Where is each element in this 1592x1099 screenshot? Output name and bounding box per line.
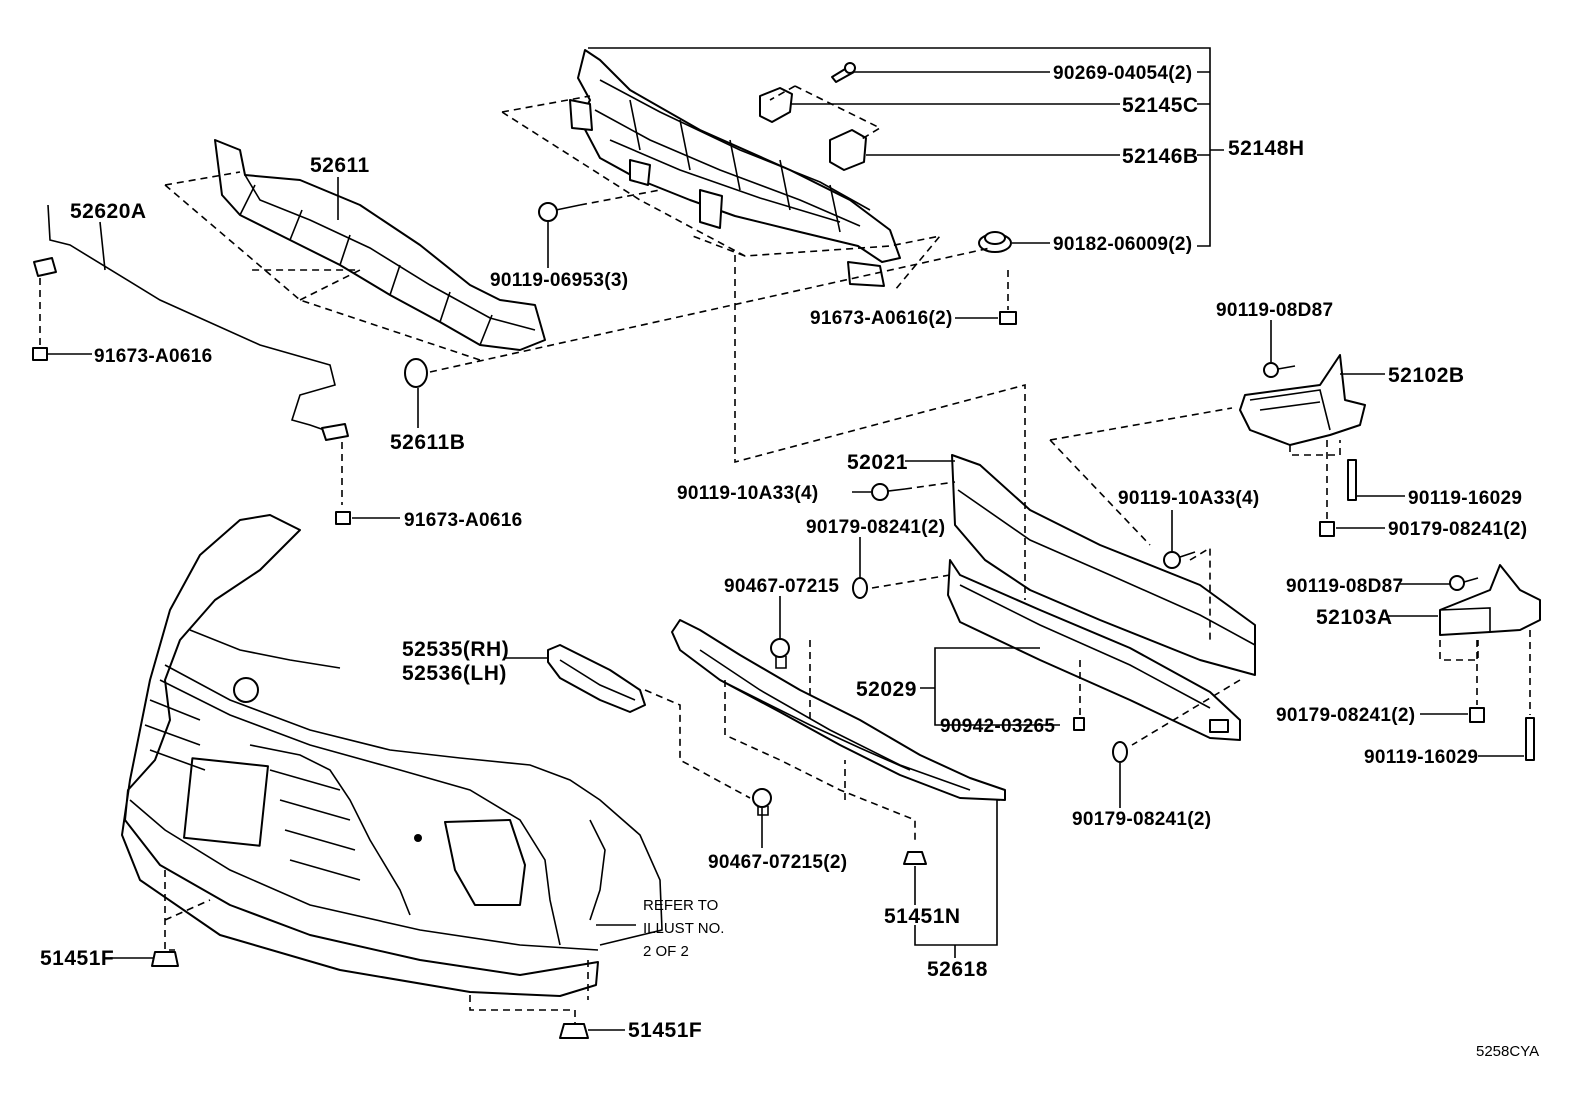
bolt-90119-08d87-b bbox=[1449, 575, 1479, 591]
absorber-52611 bbox=[214, 139, 546, 351]
label-90182-06009: 90182-06009(2) bbox=[1053, 234, 1192, 255]
bracket-52102b-dash bbox=[1049, 407, 1341, 456]
label-90269-04054: 90269-04054(2) bbox=[1053, 63, 1192, 84]
label-51451f-left: 51451F bbox=[40, 947, 114, 970]
wire-52620a bbox=[33, 204, 349, 441]
label-52611b: 52611B bbox=[390, 431, 465, 454]
label-90467-07215: 90467-07215 bbox=[724, 576, 839, 597]
bumper-cover bbox=[121, 514, 663, 997]
bolt-90119-10a33-right bbox=[1163, 551, 1196, 569]
bracket-52535 bbox=[547, 644, 646, 713]
nut-90179-08241-d bbox=[1112, 741, 1128, 763]
label-51451f-bottom: 51451F bbox=[628, 1019, 702, 1042]
label-52611: 52611 bbox=[310, 154, 370, 177]
clip-91673-a0616-2 bbox=[999, 311, 1017, 325]
note-line-1: REFER TO bbox=[643, 897, 718, 914]
label-90179-08241-d: 90179-08241(2) bbox=[1072, 809, 1211, 830]
clip-52145c bbox=[759, 87, 793, 123]
clip-dash bbox=[769, 85, 882, 141]
label-91673-a0616-left: 91673-A0616 bbox=[94, 346, 212, 367]
bolt-90119-06953 bbox=[538, 202, 581, 222]
clip-90942-03265 bbox=[1073, 717, 1085, 731]
label-90119-10a33-right: 90119-10A33(4) bbox=[1118, 488, 1260, 509]
absorber-52029-dash bbox=[1079, 660, 1241, 746]
label-91673-a0616-center: 91673-A0616 bbox=[404, 510, 522, 531]
label-52536: 52536(LH) bbox=[402, 662, 507, 685]
note-line-2: ILLUST NO. bbox=[643, 920, 724, 937]
label-52618: 52618 bbox=[927, 958, 988, 981]
bolt-90467-07215 bbox=[770, 638, 790, 669]
upper-reinforcement-part bbox=[569, 49, 901, 287]
label-52535: 52535(RH) bbox=[402, 638, 509, 661]
label-90119-08d87-b: 90119-08D87 bbox=[1286, 576, 1403, 597]
lower-absorber-52618 bbox=[671, 619, 1006, 801]
bracket-52103a bbox=[1439, 564, 1541, 636]
label-90942-03265: 90942-03265 bbox=[940, 716, 1055, 737]
clip-51451f-left bbox=[151, 951, 179, 967]
nut-b-dash bbox=[871, 574, 951, 589]
upper-reinforcement-dash bbox=[501, 95, 943, 291]
label-90119-06953: 90119-06953(3) bbox=[490, 270, 628, 291]
center-dash bbox=[734, 255, 1026, 600]
clip-51451n bbox=[903, 851, 927, 865]
note-line-3: 2 OF 2 bbox=[643, 943, 689, 960]
bolt-06953-dash bbox=[579, 189, 661, 206]
leader-lines bbox=[48, 47, 1524, 1031]
reinforcement-dash bbox=[1049, 439, 1211, 640]
label-90119-10a33-left: 90119-10A33(4) bbox=[677, 483, 819, 504]
bolt-10a33-left-dash bbox=[904, 481, 956, 490]
nut-90182 bbox=[978, 231, 1012, 253]
diagram-code: 5258CYA bbox=[1476, 1043, 1539, 1060]
bracket-52103a-dash bbox=[1439, 630, 1531, 715]
lower-absorber-dash bbox=[724, 640, 916, 840]
absorber-52029 bbox=[947, 559, 1241, 741]
label-52103a: 52103A bbox=[1316, 606, 1393, 629]
label-90179-08241-b: 90179-08241(2) bbox=[806, 517, 945, 538]
label-90119-08d87-a: 90119-08D87 bbox=[1216, 300, 1333, 321]
clip-91673-left bbox=[32, 347, 48, 361]
label-52148h: 52148H bbox=[1228, 137, 1305, 160]
bolt-90119-08d87-a bbox=[1263, 362, 1296, 378]
bolt-90119-16029-a bbox=[1347, 459, 1357, 501]
clip-91673-center bbox=[335, 511, 351, 525]
cap-52611b bbox=[404, 358, 428, 388]
clip-51451f-bottom bbox=[559, 1023, 589, 1039]
nut-90179-08241-a bbox=[1319, 521, 1335, 537]
label-52102b: 52102B bbox=[1388, 364, 1465, 387]
bolt-90467-07215-2 bbox=[752, 788, 772, 816]
absorber-dash bbox=[164, 171, 481, 361]
label-52145c: 52145C bbox=[1122, 94, 1199, 117]
bracket-52102b bbox=[1239, 354, 1366, 446]
nut-90179-08241-b bbox=[852, 577, 868, 599]
label-90179-08241-c: 90179-08241(2) bbox=[1276, 705, 1415, 726]
label-52029: 52029 bbox=[856, 678, 917, 701]
wire-clip-dash bbox=[39, 278, 343, 505]
bracket-52535-dash bbox=[644, 689, 751, 799]
bolt-90119-16029-b bbox=[1525, 717, 1535, 761]
label-51451n: 51451N bbox=[884, 905, 961, 928]
bolt-90119-10a33-left bbox=[871, 483, 906, 501]
label-90119-16029-b: 90119-16029 bbox=[1364, 747, 1478, 768]
bolt-90269 bbox=[831, 62, 856, 83]
reinforcement-52021 bbox=[951, 454, 1256, 676]
label-90179-08241-a: 90179-08241(2) bbox=[1388, 519, 1527, 540]
label-52620a: 52620A bbox=[70, 200, 147, 223]
clip-52146b bbox=[829, 129, 867, 171]
label-52021: 52021 bbox=[847, 451, 908, 474]
label-52146b: 52146B bbox=[1122, 145, 1199, 168]
label-90467-07215-2: 90467-07215(2) bbox=[708, 852, 847, 873]
nut-90179-08241-c bbox=[1469, 707, 1485, 723]
bumper-cover-dash bbox=[164, 870, 589, 1025]
label-91673-a0616-2: 91673-A0616(2) bbox=[810, 308, 953, 329]
label-90119-16029-a: 90119-16029 bbox=[1408, 488, 1522, 509]
labels: 90269-04054(2) 52145C 52146B 52148H 9018… bbox=[40, 63, 1539, 1060]
